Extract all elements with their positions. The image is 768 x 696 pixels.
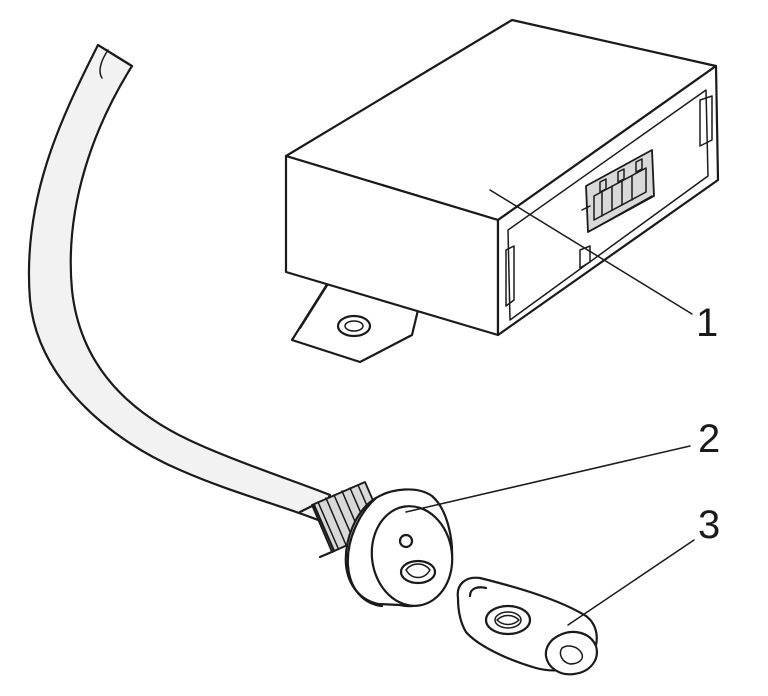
leader-line-2: [405, 445, 691, 513]
callout-2: 2: [698, 417, 720, 461]
cable: [27, 43, 332, 522]
reader-button: [344, 488, 454, 608]
callout-1: 1: [696, 301, 718, 345]
key-fob: [456, 576, 598, 676]
leader-lines: [405, 189, 695, 626]
callout-3: 3: [698, 503, 720, 547]
leader-line-3: [567, 539, 695, 626]
leader-line-1: [489, 189, 693, 315]
control-unit-box: [284, 18, 720, 364]
